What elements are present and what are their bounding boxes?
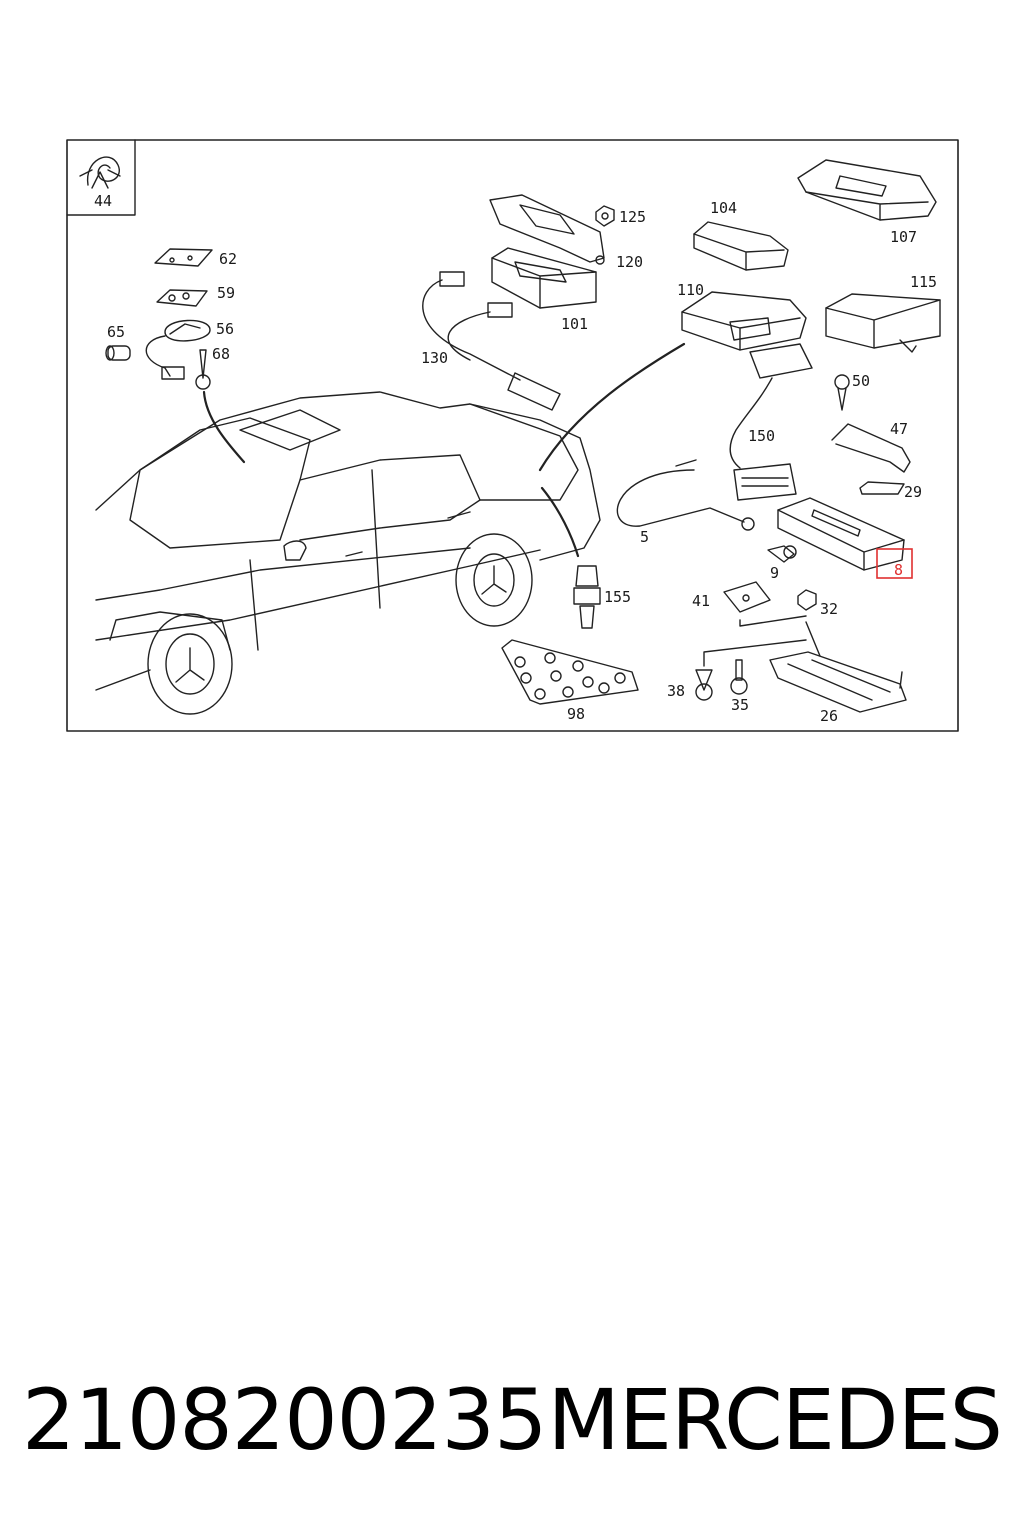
plate-part-98[interactable] [501, 639, 639, 705]
module-part-110[interactable] [681, 291, 807, 351]
strip-part-29[interactable] [859, 481, 905, 495]
bracket-part-47[interactable] [831, 423, 911, 473]
callout-110: 110 [677, 281, 704, 299]
module-part-101[interactable] [491, 247, 597, 309]
callout-130: 130 [421, 349, 448, 367]
highlight-box [876, 548, 913, 579]
control-unit-part-8[interactable] [777, 497, 905, 571]
caption-bar: 2108200235 MERCEDES [0, 1365, 1024, 1475]
plate-part-59[interactable] [156, 289, 208, 307]
screw-part-68[interactable] [195, 349, 211, 390]
part-number: 2108200235 [22, 1371, 547, 1469]
leader-lines [703, 615, 807, 667]
clip-part-41[interactable] [723, 581, 771, 613]
callout-65: 65 [107, 323, 125, 341]
callout-107: 107 [890, 228, 917, 246]
module-part-115[interactable] [825, 293, 941, 353]
callout-150: 150 [748, 427, 775, 445]
callout-125: 125 [619, 208, 646, 226]
antenna-part-56[interactable] [145, 319, 211, 380]
clip-part-44[interactable] [79, 156, 121, 189]
callout-41: 41 [692, 592, 710, 610]
inset-box [66, 139, 136, 216]
callout-47: 47 [890, 420, 908, 438]
connector-part-9[interactable] [767, 545, 797, 563]
screw-part-50[interactable] [834, 374, 850, 411]
nut-part-125[interactable] [595, 205, 615, 227]
screw-part-38[interactable] [695, 669, 713, 701]
nut-part-32[interactable] [797, 589, 817, 611]
callout-32: 32 [820, 600, 838, 618]
callout-9: 9 [770, 564, 779, 582]
bracket-part-26[interactable] [769, 621, 907, 713]
callout-62: 62 [219, 250, 237, 268]
callout-104: 104 [710, 199, 737, 217]
callout-labels: 44 62 59 56 65 68 125 120 101 130 104 10… [94, 192, 937, 725]
callout-8: 8 [894, 561, 903, 579]
callout-155: 155 [604, 588, 631, 606]
car-outline [95, 391, 601, 715]
callout-arrows [202, 342, 686, 558]
callout-29: 29 [904, 483, 922, 501]
cable-part-150[interactable] [729, 343, 813, 501]
plate-part-62[interactable] [154, 248, 213, 267]
bolt-part-155[interactable] [573, 565, 601, 629]
callout-98: 98 [567, 705, 585, 723]
callout-26: 26 [820, 707, 838, 725]
callout-56: 56 [216, 320, 234, 338]
callout-68: 68 [212, 345, 230, 363]
parts-diagram: 44 62 59 56 65 68 125 120 101 130 104 10… [66, 139, 959, 732]
capacitor-part-65[interactable] [105, 345, 131, 361]
module-part-107[interactable] [797, 159, 937, 221]
callout-5: 5 [640, 528, 649, 546]
cable-part-130[interactable] [422, 271, 561, 411]
diagram-frame [66, 139, 959, 732]
callout-44: 44 [94, 192, 112, 210]
cable-part-5[interactable] [616, 459, 755, 531]
module-part-104[interactable] [693, 221, 789, 271]
callout-50: 50 [852, 372, 870, 390]
callout-115: 115 [910, 273, 937, 291]
brand-name: MERCEDES [547, 1371, 1003, 1469]
bracket-part-120[interactable] [489, 194, 605, 265]
callout-35: 35 [731, 696, 749, 714]
bolt-part-35[interactable] [730, 659, 748, 695]
callout-101: 101 [561, 315, 588, 333]
callout-59: 59 [217, 284, 235, 302]
callout-38: 38 [667, 682, 685, 700]
callout-120: 120 [616, 253, 643, 271]
